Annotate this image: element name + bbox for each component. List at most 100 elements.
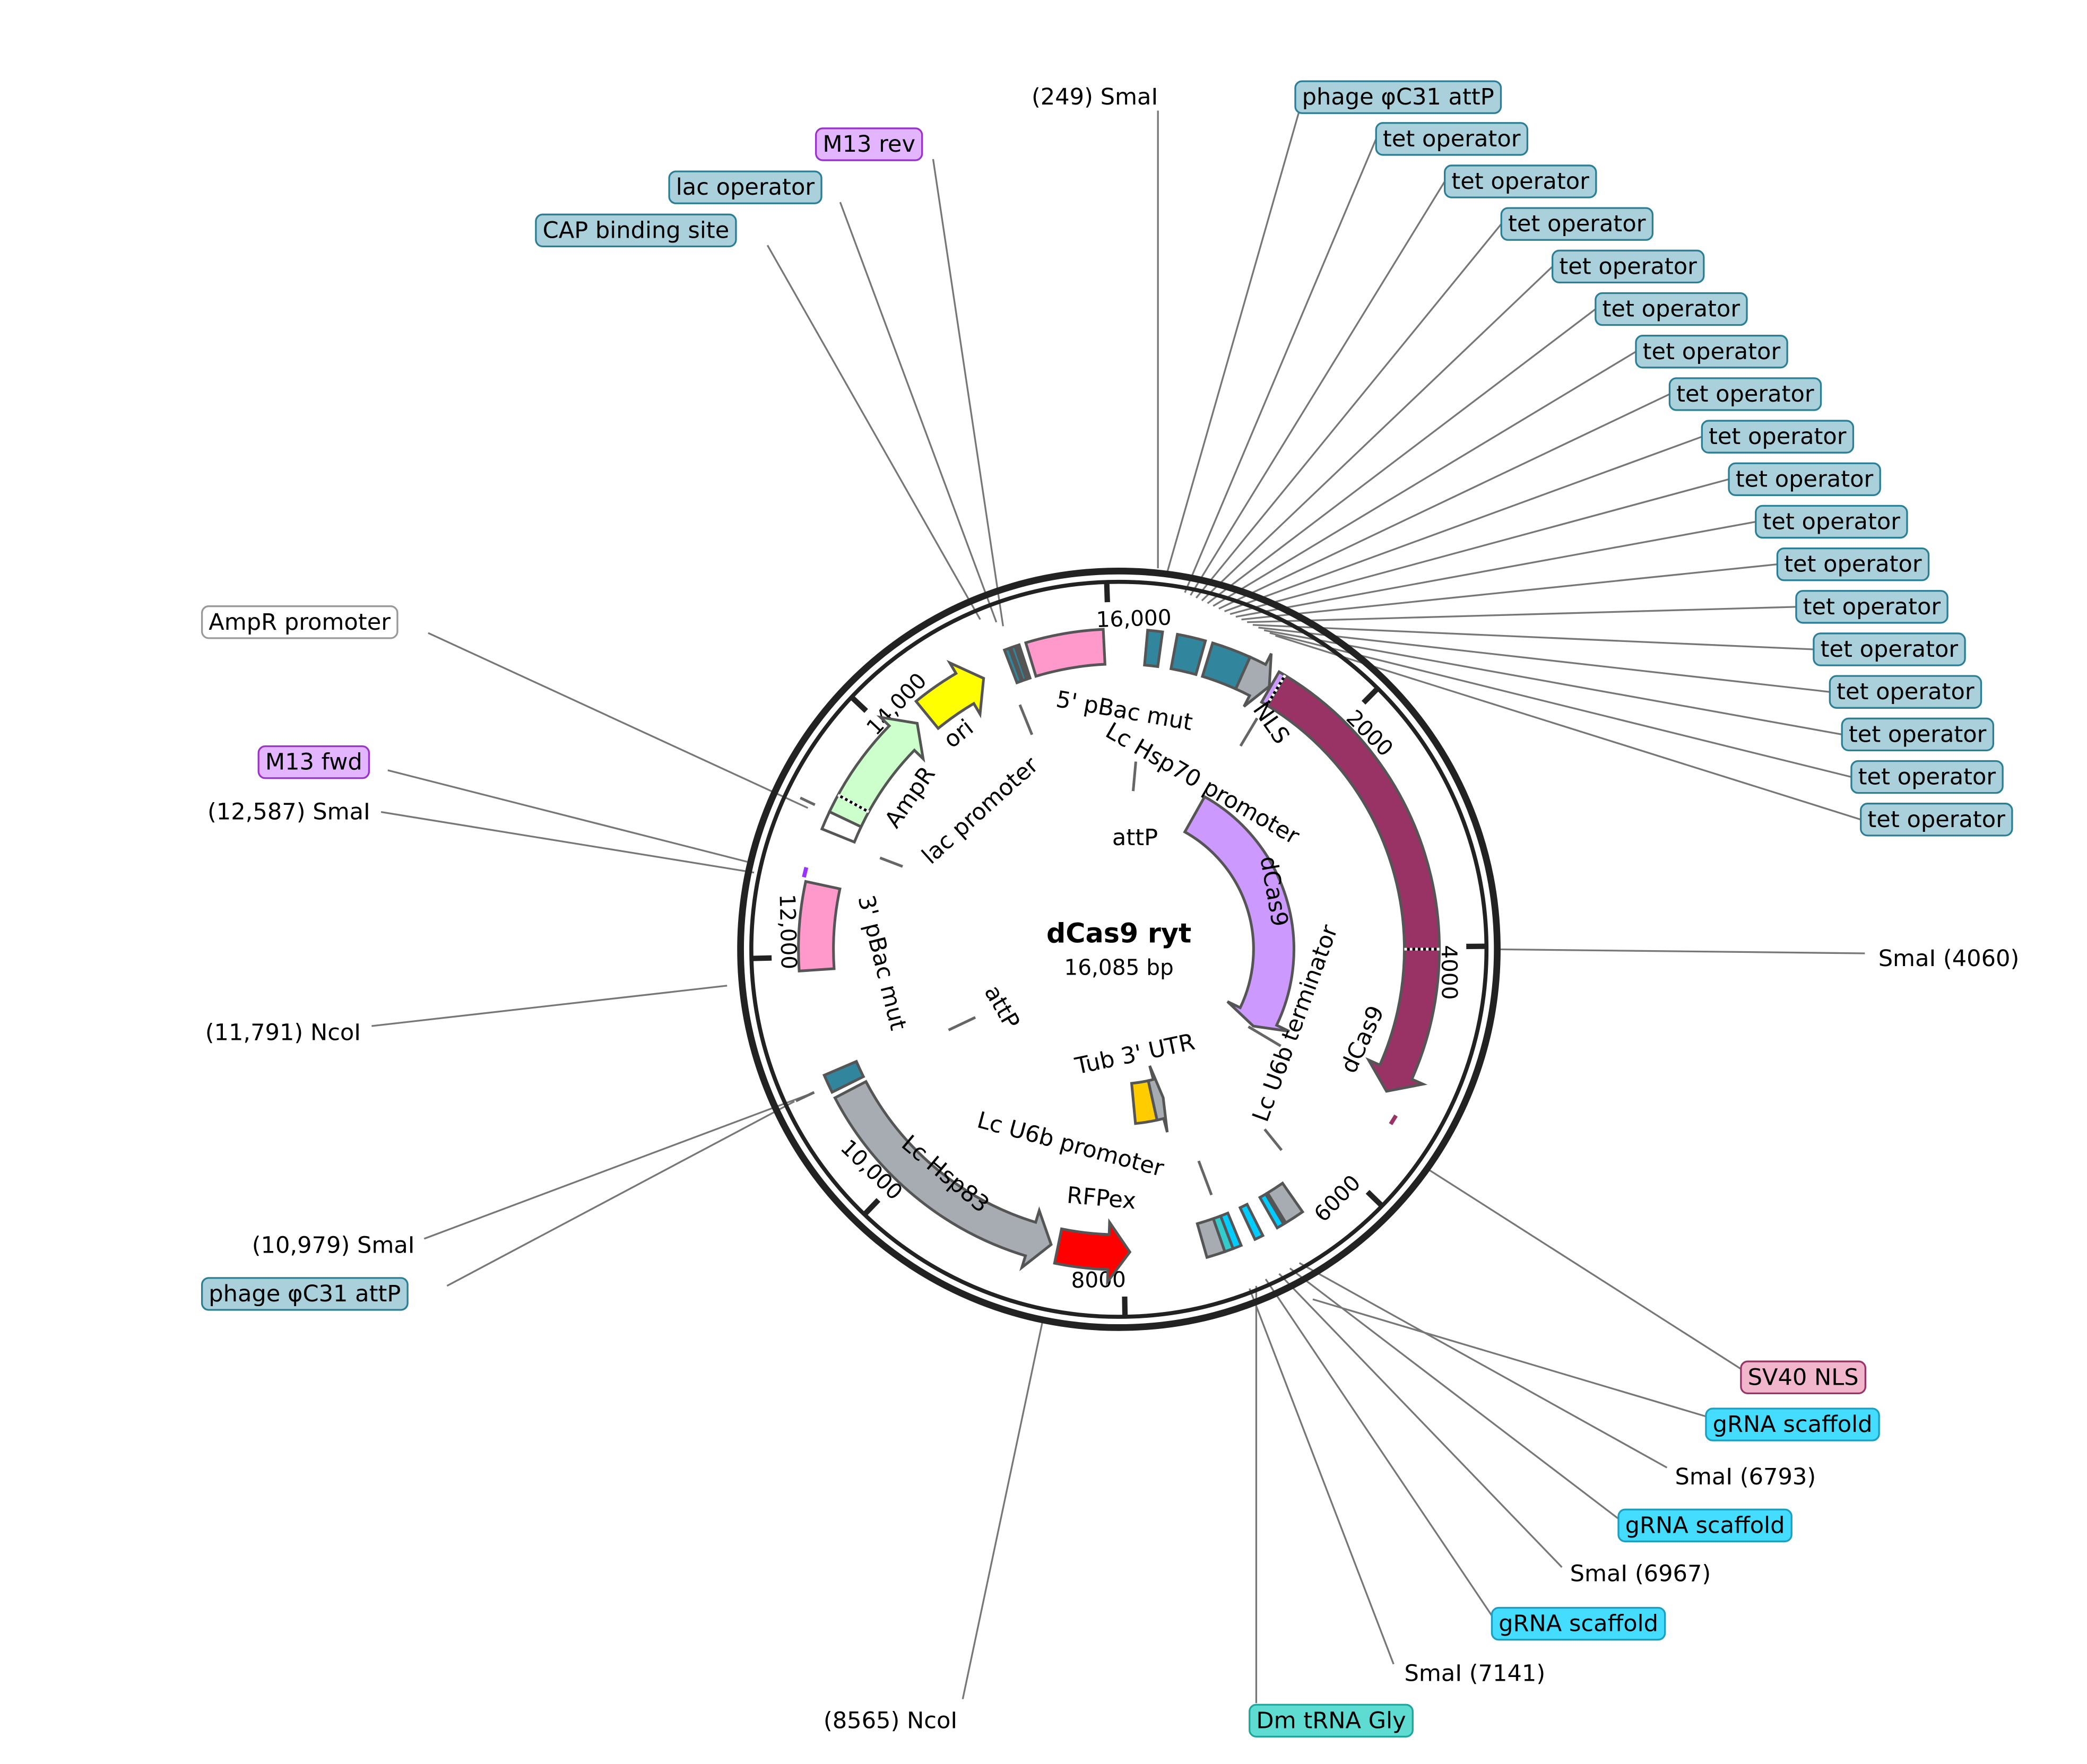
feature-lc-u6b-terminator[interactable]	[1266, 1181, 1305, 1225]
feature-lac-operator[interactable]	[1009, 644, 1028, 683]
callout-box[interactable]: tet operator	[1701, 420, 1855, 454]
callout-line	[423, 1092, 812, 1240]
callout-box[interactable]: AmpR promoter	[201, 605, 399, 639]
restriction-site-label[interactable]: (249) SmaI	[1032, 84, 1158, 110]
feature-grna-scaffold[interactable]	[1238, 1202, 1265, 1241]
feature-3-pbac-mut[interactable]	[797, 880, 842, 973]
tick-label: 8000	[1071, 1267, 1126, 1293]
callout-box-bg	[1294, 80, 1502, 114]
callout-box[interactable]: gRNA scaffold	[1705, 1407, 1880, 1441]
feature-ampr[interactable]	[827, 715, 925, 829]
callout-line	[371, 985, 728, 1027]
callout-box[interactable]: gRNA scaffold	[1491, 1606, 1666, 1641]
restriction-site-label[interactable]: SmaI (6967)	[1570, 1561, 1711, 1587]
callout-line	[1229, 478, 1729, 615]
features	[797, 628, 1441, 1286]
callout-box-bg	[1444, 164, 1597, 198]
callout-box-bg	[1705, 1407, 1880, 1441]
callout-box[interactable]: CAP binding site	[535, 213, 737, 248]
callout-box[interactable]: tet operator	[1728, 462, 1881, 497]
restriction-site-label[interactable]: SmaI (4060)	[1878, 945, 2020, 972]
callout-box-bg	[1491, 1606, 1666, 1641]
callout-line	[839, 202, 998, 623]
callout-box[interactable]: M13 fwd	[257, 745, 370, 779]
restriction-site-label[interactable]: (11,791) NcoI	[205, 1020, 361, 1046]
callout-label: phage φC31 attP	[209, 1281, 401, 1307]
restriction-site-label[interactable]: SmaI (6793)	[1675, 1464, 1816, 1490]
feature-rfpex[interactable]	[1053, 1218, 1132, 1286]
callout-box[interactable]: lac operator	[668, 170, 822, 204]
feature-dcas9[interactable]	[1265, 674, 1441, 1093]
callout-box[interactable]: tet operator	[1635, 335, 1788, 369]
callout-box[interactable]: tet operator	[1795, 590, 1949, 624]
feature-5-pbac-mut[interactable]	[1024, 628, 1106, 678]
callout-box[interactable]: Dm tRNA Gly	[1249, 1704, 1414, 1738]
callout-box[interactable]: phage φC31 attP	[201, 1277, 409, 1311]
callout-box[interactable]: tet operator	[1841, 717, 1995, 752]
callout-line	[766, 245, 981, 620]
callout-line	[1190, 181, 1446, 596]
site-tick	[1197, 1160, 1213, 1196]
site-tick	[795, 1091, 815, 1102]
callout-box[interactable]: tet operator	[1776, 547, 1930, 581]
feature-phage-c31-attp[interactable]	[822, 1059, 865, 1094]
feature-divider	[1266, 674, 1286, 706]
callout-lines	[371, 110, 1865, 1704]
callout-line	[1298, 1262, 1668, 1468]
feature-m13-fwd[interactable]	[802, 867, 809, 878]
feature-m13-rev[interactable]	[1015, 643, 1032, 681]
feature-lc-hsp70-promoter[interactable]	[1234, 653, 1273, 708]
restriction-site-label[interactable]: SmaI (7141)	[1405, 1661, 1546, 1687]
feature-tub-3-utr[interactable]	[1130, 1079, 1159, 1125]
feature-cap-binding-site[interactable]	[1002, 646, 1023, 685]
callout-box[interactable]: tet operator	[1829, 675, 1982, 709]
callout-line	[380, 811, 755, 874]
callout-box-bg	[257, 745, 370, 779]
callout-box[interactable]: tet operator	[1755, 505, 1908, 539]
callout-box[interactable]: phage φC31 attP	[1294, 80, 1502, 114]
feature-tet-operator[interactable]	[1169, 632, 1207, 676]
callout-box[interactable]: tet operator	[1375, 122, 1529, 156]
callout-box-bg	[201, 605, 399, 639]
callout-box-bg	[1813, 632, 1966, 666]
callout-box[interactable]: tet operator	[1444, 164, 1597, 198]
callout-line	[1213, 351, 1636, 607]
feature-divider	[837, 794, 870, 813]
restriction-site-label[interactable]: (12,587) SmaI	[207, 799, 370, 825]
backbone-outer-circle	[737, 568, 1501, 1331]
feature-ori[interactable]	[914, 659, 985, 731]
feature-dcas9[interactable]	[1183, 795, 1295, 1033]
feature-label: 3' pBac mut	[852, 893, 911, 1033]
feature-lc-hsp83[interactable]	[833, 1080, 1053, 1272]
feature-phage-c31-attp[interactable]	[1143, 629, 1164, 668]
callout-box[interactable]: tet operator	[1500, 207, 1654, 241]
callout-line	[387, 769, 748, 863]
feature-grna-scaffold[interactable]	[1258, 1192, 1286, 1230]
callout-line	[1265, 1279, 1493, 1617]
callout-line	[1278, 1273, 1563, 1568]
callout-box[interactable]: tet operator	[1595, 292, 1748, 326]
callout-box[interactable]: M13 rev	[815, 127, 923, 161]
callout-label: tet operator	[1451, 168, 1589, 195]
callout-box[interactable]: tet operator	[1850, 760, 2004, 794]
callout-box[interactable]: SV40 NLS	[1740, 1360, 1867, 1394]
feature-lc-u6b-promoter[interactable]	[1196, 1216, 1227, 1259]
site-marks	[795, 704, 1283, 1196]
callout-box-bg	[1860, 803, 2013, 837]
callout-box[interactable]: tet operator	[1813, 632, 1966, 666]
tick-mark	[1122, 1296, 1128, 1316]
feature-sv40-nls[interactable]	[1389, 1114, 1398, 1125]
callout-line	[446, 1100, 795, 1287]
callout-label: AmpR promoter	[209, 609, 391, 636]
callout-box[interactable]: gRNA scaffold	[1617, 1508, 1792, 1543]
callout-box[interactable]: tet operator	[1668, 377, 1822, 411]
callout-line	[1497, 948, 1865, 954]
callout-box[interactable]: tet operator	[1551, 249, 1705, 284]
callout-label: gRNA scaffold	[1713, 1411, 1873, 1438]
callout-box-bg	[1850, 760, 2004, 794]
callout-box-bg	[1595, 292, 1748, 326]
restriction-site-label[interactable]: (8565) NcoI	[824, 1707, 957, 1734]
restriction-site-label[interactable]: (10,979) SmaI	[252, 1232, 415, 1259]
callout-box[interactable]: tet operator	[1860, 803, 2013, 837]
callout-line	[1269, 632, 1852, 778]
